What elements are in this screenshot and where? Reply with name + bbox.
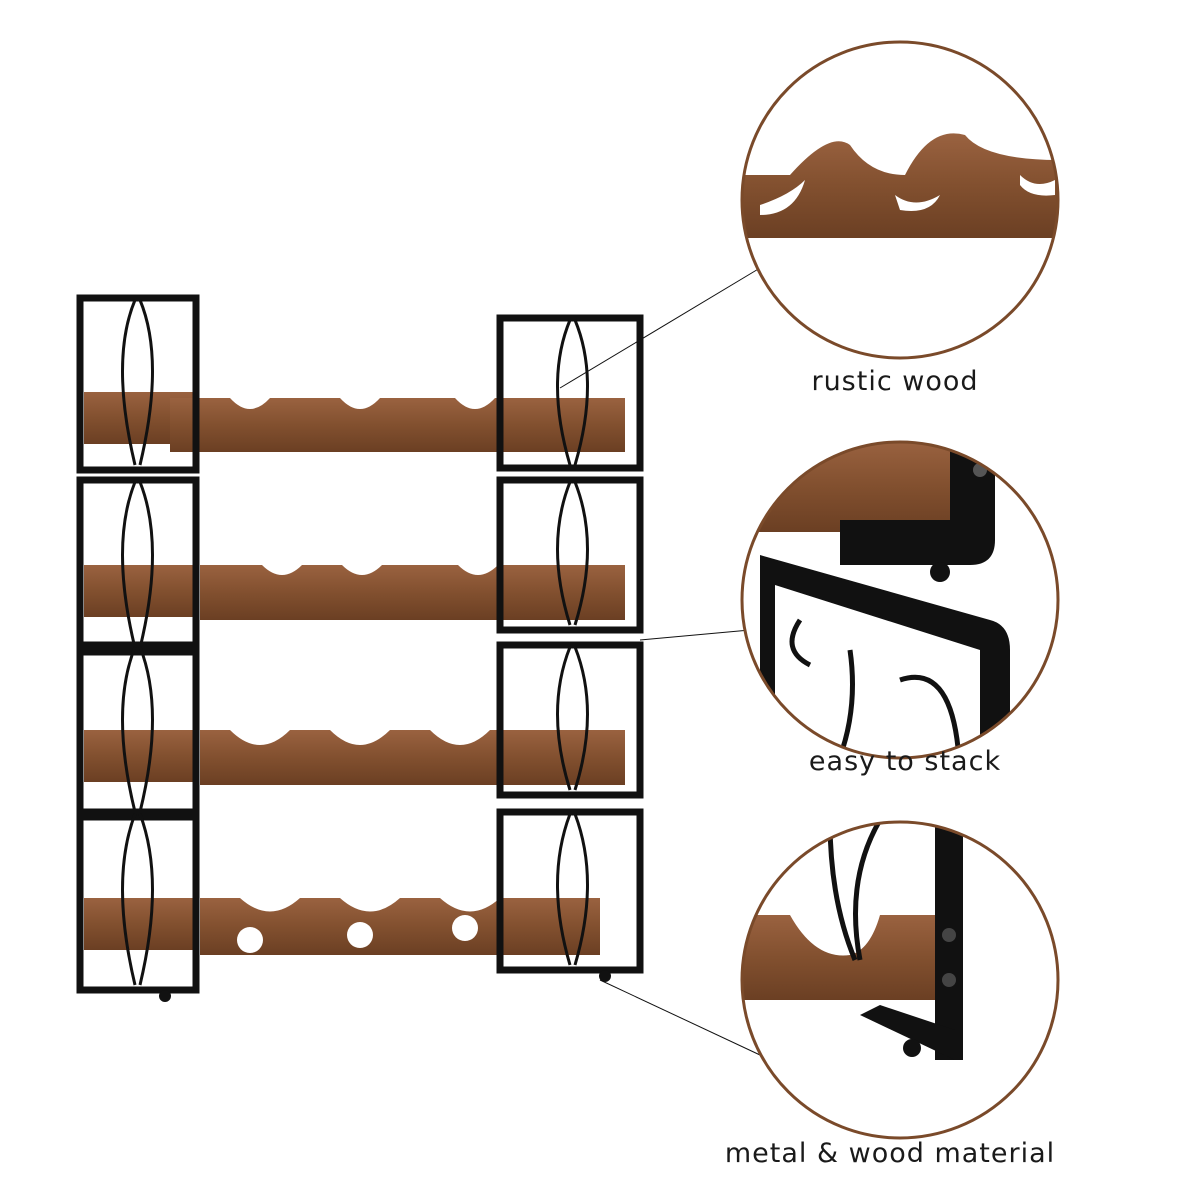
caption-rustic-wood: rustic wood: [811, 366, 979, 397]
callout-lines: [559, 267, 761, 1056]
detail-circle-rustic-wood: [740, 40, 1060, 360]
detail-circle-easy-to-stack: [740, 440, 1060, 760]
rack-tier-1: [76, 294, 644, 474]
rack-tier-2: [76, 476, 644, 656]
wine-rack: [76, 294, 644, 1002]
rack-tier-4: [76, 808, 644, 1002]
rack-tier-3: [76, 641, 644, 821]
caption-easy-to-stack: easy to stack: [808, 746, 1002, 777]
detail-circle-material: [740, 820, 1060, 1140]
caption-material: metal & wood material: [724, 1138, 1056, 1169]
